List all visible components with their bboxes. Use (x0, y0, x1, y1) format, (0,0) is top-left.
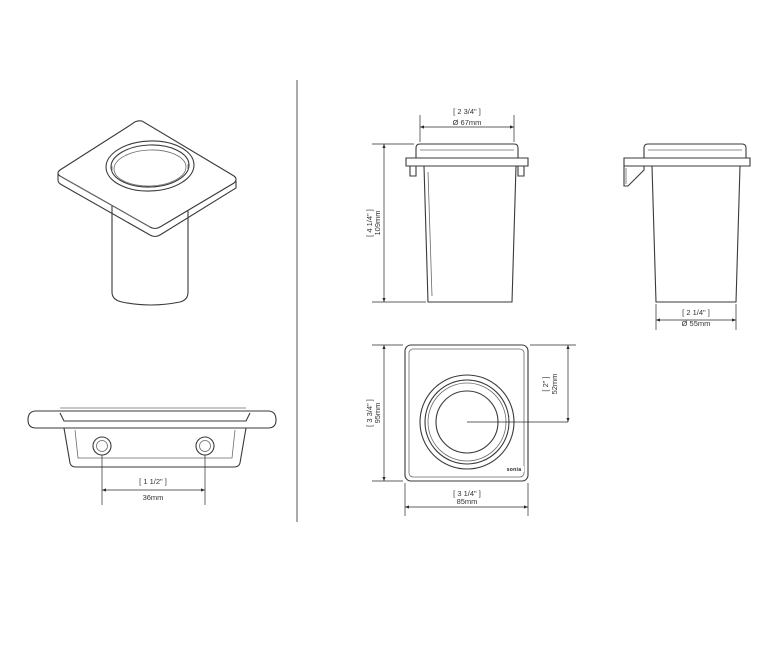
plate-height-mm-label: 95mm (373, 403, 382, 424)
isometric-view (57, 120, 237, 306)
top-diameter-inch-label: [ 2 3/4" ] (453, 107, 481, 116)
center-offset-mm-label: 52mm (550, 374, 559, 395)
plate-width-mm-label: 85mm (457, 497, 478, 506)
top-diameter-mm-label: Ø 67mm (453, 118, 482, 127)
spacing-mm-label: 36mm (143, 493, 164, 502)
plate-width-inch-label: [ 3 1/4" ] (453, 489, 481, 498)
mounting-view: [ 1 1/2" ] 36mm (27, 407, 277, 505)
front-view: [ 2 3/4" ] Ø 67mm [ 4 1/4" ] 109mm (365, 107, 529, 303)
top-view: sonia [ 3 3/4" ] 95mm [ 2" ] 52mm [ 3 1/… (365, 344, 576, 516)
height-mm-label: 109mm (373, 210, 382, 235)
brand-mark: sonia (507, 467, 522, 473)
height-inch-label: [ 4 1/4" ] (365, 209, 374, 237)
spacing-inch-label: [ 1 1/2" ] (139, 477, 167, 486)
bottom-diameter-inch-label: [ 2 1/4" ] (682, 308, 710, 317)
center-offset-inch-label: [ 2" ] (541, 376, 550, 391)
bottom-diameter-mm-label: Ø 55mm (682, 319, 711, 328)
plate-height-inch-label: [ 3 3/4" ] (365, 399, 374, 427)
side-view: [ 2 1/4" ] Ø 55mm (623, 143, 751, 330)
